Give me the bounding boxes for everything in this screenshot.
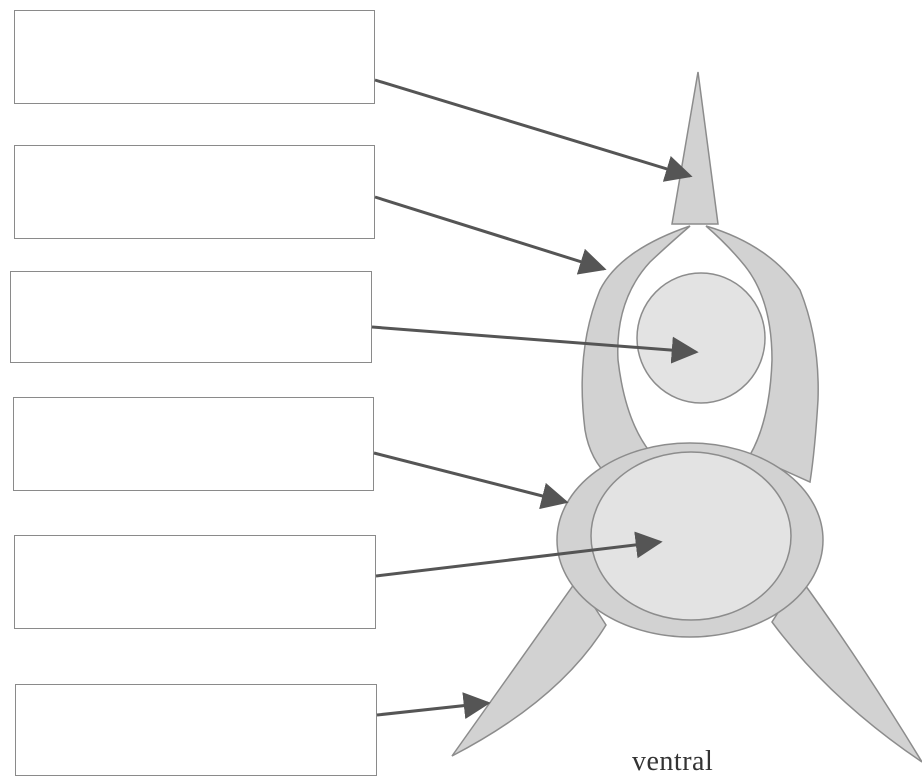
arrow-4: [374, 453, 566, 502]
left-ventral-spine: [452, 580, 606, 756]
right-ventral-spine: [772, 578, 922, 762]
arrow-1: [375, 80, 690, 176]
orientation-label: ventral: [632, 748, 713, 776]
lower-inner-circle: [591, 452, 791, 620]
arrow-6: [377, 703, 488, 715]
upper-circle: [637, 273, 765, 403]
arrow-2: [375, 197, 604, 269]
dorsal-spine: [672, 72, 718, 224]
